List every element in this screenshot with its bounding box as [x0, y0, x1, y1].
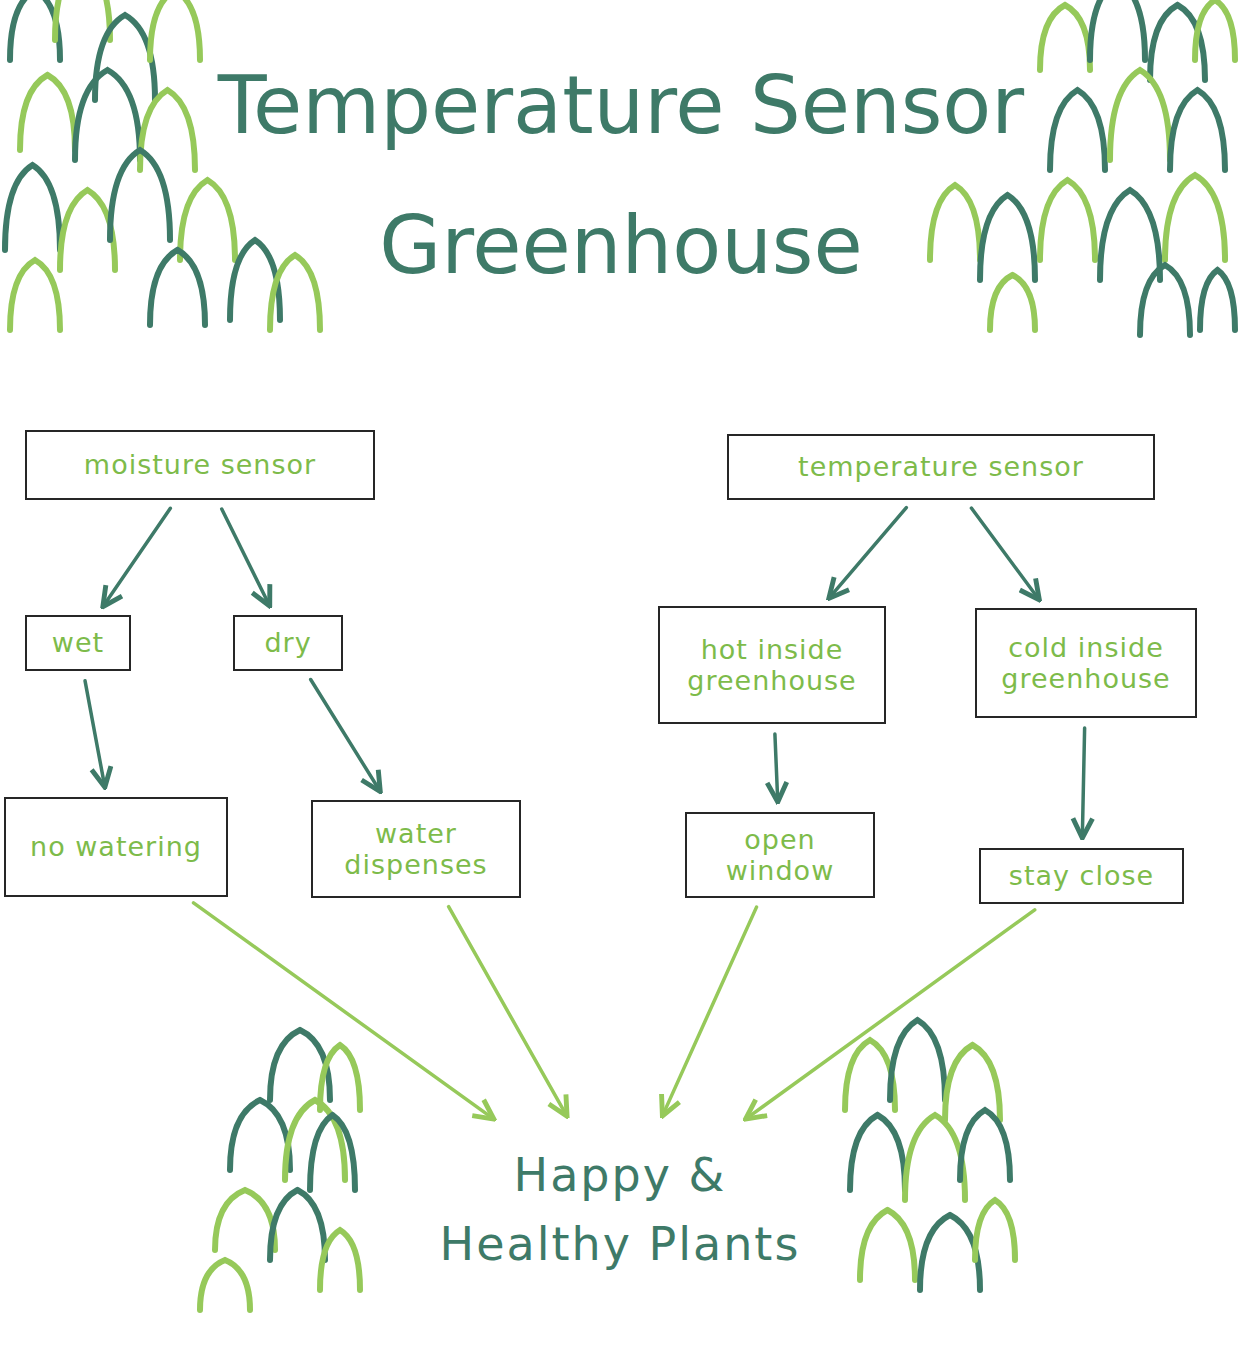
leaf-stroke: [1050, 90, 1105, 170]
leaf-stroke: [1090, 0, 1145, 60]
leaf-stroke: [975, 1200, 1015, 1260]
leaf-stroke: [55, 0, 110, 40]
leaf-stroke: [230, 1100, 290, 1170]
node-label: no watering: [30, 831, 202, 862]
leaf-stroke: [75, 70, 140, 160]
leaf-stroke: [890, 1020, 945, 1100]
leaf-stroke: [1200, 270, 1235, 330]
node-label: moisture sensor: [84, 449, 316, 480]
title: Temperature Sensor Greenhouse: [200, 36, 1042, 316]
flow-arrow: [449, 907, 567, 1117]
flow-arrow: [1082, 728, 1084, 838]
process-box: open window: [685, 812, 875, 898]
node-label: Happy & Healthy Plants: [408, 1141, 832, 1279]
process-box: hot inside greenhouse: [658, 606, 886, 724]
node-label: open window: [695, 824, 865, 886]
node-label: water dispenses: [321, 818, 511, 880]
process-box: water dispenses: [311, 800, 521, 898]
flow-arrow: [746, 910, 1035, 1119]
leaf-stroke: [200, 1260, 250, 1310]
leaf-stroke: [180, 180, 235, 260]
flow-arrow: [103, 508, 171, 607]
process-box: cold inside greenhouse: [975, 608, 1197, 718]
leaf-stroke: [980, 195, 1035, 280]
leaf-stroke: [860, 1210, 915, 1280]
leaf-stroke: [1040, 180, 1095, 260]
process-box: temperature sensor: [727, 434, 1155, 500]
leaf-stroke: [215, 1190, 275, 1250]
leaf-stroke: [1040, 5, 1090, 70]
leaf-stroke: [150, 0, 200, 60]
flow-arrow: [222, 509, 270, 606]
flow-arrow: [775, 734, 778, 802]
leaf-stroke: [5, 165, 60, 250]
leaf-stroke: [10, 260, 60, 330]
leaf-stroke: [945, 1045, 1000, 1120]
leaf-stroke: [310, 1115, 355, 1190]
flow-arrow: [85, 681, 105, 787]
node-label: cold inside greenhouse: [985, 632, 1187, 694]
flow-arrow: [194, 903, 494, 1119]
leaf-stroke: [850, 1115, 905, 1190]
node-label: stay close: [1009, 860, 1154, 891]
leaf-stroke: [990, 275, 1035, 330]
leaf-stroke: [270, 255, 320, 330]
leaf-stroke: [1165, 175, 1225, 260]
leaf-stroke: [905, 1115, 965, 1200]
leaf-stroke: [920, 1215, 980, 1290]
node-label: wet: [52, 627, 104, 658]
process-box: moisture sensor: [25, 430, 375, 500]
flow-arrow: [662, 907, 756, 1116]
flow-arrow: [829, 508, 906, 599]
leaf-stroke: [320, 1230, 360, 1290]
process-box: stay close: [979, 848, 1184, 904]
result-text-node: Happy & Healthy Plants: [390, 1125, 850, 1295]
leaf-stroke: [150, 250, 205, 325]
leaf-stroke: [960, 1110, 1010, 1180]
leaf-stroke: [20, 75, 75, 150]
node-label: dry: [264, 627, 311, 658]
process-box: dry: [233, 615, 343, 671]
leaf-stroke: [110, 150, 170, 240]
leaf-stroke: [1140, 265, 1190, 335]
node-label: hot inside greenhouse: [668, 634, 876, 696]
leaf-stroke: [930, 185, 980, 260]
process-box: no watering: [4, 797, 228, 897]
node-label: temperature sensor: [798, 451, 1084, 482]
flow-arrow: [311, 679, 381, 791]
leaf-stroke: [60, 190, 115, 270]
leaf-stroke: [1195, 0, 1235, 60]
process-box: wet: [25, 615, 131, 671]
flow-arrow: [971, 508, 1039, 600]
leaf-stroke: [270, 1190, 325, 1260]
leaf-stroke: [1100, 190, 1160, 280]
leaf-stroke: [1170, 90, 1225, 170]
leaf-stroke: [320, 1045, 360, 1110]
leaf-stroke: [1110, 70, 1170, 160]
